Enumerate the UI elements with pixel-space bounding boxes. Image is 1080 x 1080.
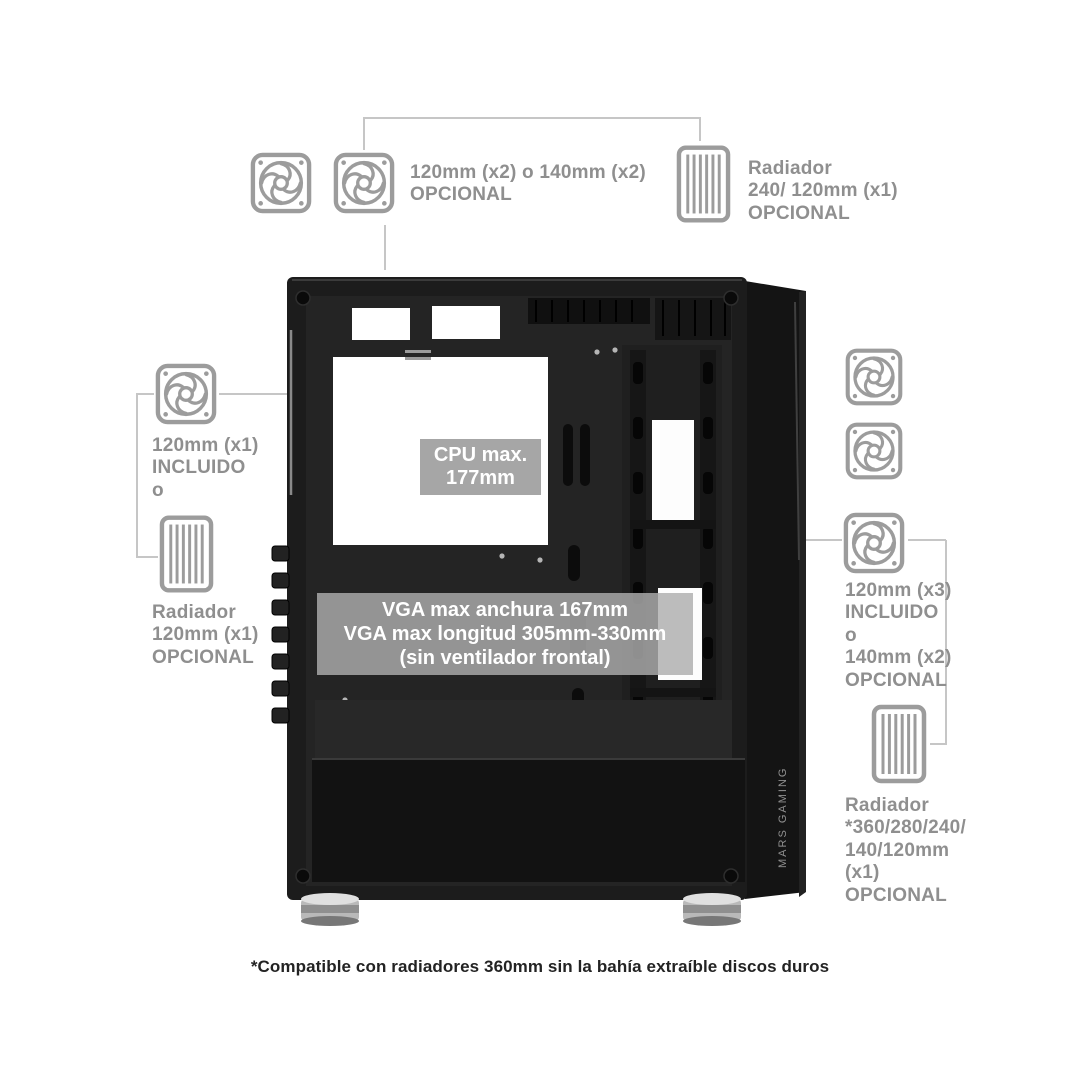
left-radiator-label: Radiador 120mm (x1) OPCIONAL [152, 602, 259, 669]
psu-shroud [312, 758, 745, 882]
vga-clearance-line2: VGA max longitud 305mm-330mm [343, 623, 667, 645]
top-fans-label: 120mm (x2) o 140mm (x2) OPCIONAL [410, 162, 646, 207]
vga-clearance-line3: (sin ventilador frontal) [399, 647, 611, 669]
fan-icon [333, 152, 395, 214]
right-radiator-optional-text: OPCIONAL [845, 884, 947, 906]
fan-icon [155, 363, 217, 425]
corner-screws [295, 290, 739, 884]
right-radiator-label: Radiador *360/280/240/ 140/120mm (x1) OP… [845, 795, 966, 907]
cpu-clearance-line1: CPU max. [433, 444, 528, 466]
right-radiator-title: Radiador [845, 795, 929, 816]
top-radiator-label: Radiador 240/ 120mm (x1) OPCIONAL [748, 158, 898, 225]
left-fan-or-text: o [152, 479, 164, 501]
top-radiator-title: Radiador [748, 158, 832, 179]
footnote-text: *Compatible con radiadores 360mm sin la … [250, 957, 830, 976]
left-fan-included-text: INCLUIDO [152, 457, 246, 479]
fan-icon [250, 152, 312, 214]
brand-text: MARS GAMING [777, 767, 789, 868]
top-fans-optional-text: OPCIONAL [410, 184, 512, 206]
cpu-clearance-label: CPU max. 177mm [420, 439, 541, 495]
cpu-clearance-line2: 177mm [446, 467, 515, 489]
top-radiator-size-text: 240/ 120mm (x1) [748, 180, 898, 202]
right-radiator-qty-text: (x1) [845, 862, 880, 884]
front-panel [745, 281, 806, 899]
top-radiator-optional-text: OPCIONAL [748, 202, 850, 224]
drive-cage [622, 345, 722, 745]
right-fans-label: 120mm (x3) INCLUIDO o 140mm (x2) OPCIONA… [845, 580, 952, 692]
vga-clearance-label: VGA max anchura 167mm VGA max longitud 3… [317, 593, 693, 675]
radiator-icon [871, 703, 927, 785]
right-fans-optional-text: OPCIONAL [845, 669, 947, 691]
fan-icon [845, 348, 903, 406]
left-fan-size-text: 120mm (x1) [152, 435, 259, 456]
fan-icon [845, 422, 903, 480]
right-fans-included-text: INCLUIDO [845, 602, 939, 624]
right-fans-size-text: 120mm (x3) [845, 580, 952, 601]
vga-clearance-line1: VGA max anchura 167mm [381, 599, 629, 621]
radiator-icon [159, 514, 214, 594]
pc-case-illustration: MARS GAMING [271, 277, 806, 926]
left-radiator-title: Radiador [152, 602, 236, 623]
right-radiator-sizes2-text: 140/120mm [845, 839, 950, 861]
case-feet [301, 893, 741, 926]
radiator-icon [676, 143, 731, 225]
connector-lines [136, 117, 947, 745]
right-radiator-sizes-text: *360/280/240/ [845, 817, 966, 839]
vent-grille [528, 298, 731, 340]
expansion-slots [271, 545, 290, 724]
left-radiator-optional-text: OPCIONAL [152, 646, 254, 668]
right-fans-or-text: o [845, 624, 857, 646]
right-fans-alt-size-text: 140mm (x2) [845, 647, 952, 669]
top-fans-size-text: 120mm (x2) o 140mm (x2) [410, 162, 646, 183]
left-fan-label: 120mm (x1) INCLUIDO o [152, 435, 259, 502]
fan-icon [843, 512, 905, 574]
left-radiator-size-text: 120mm (x1) [152, 624, 259, 646]
